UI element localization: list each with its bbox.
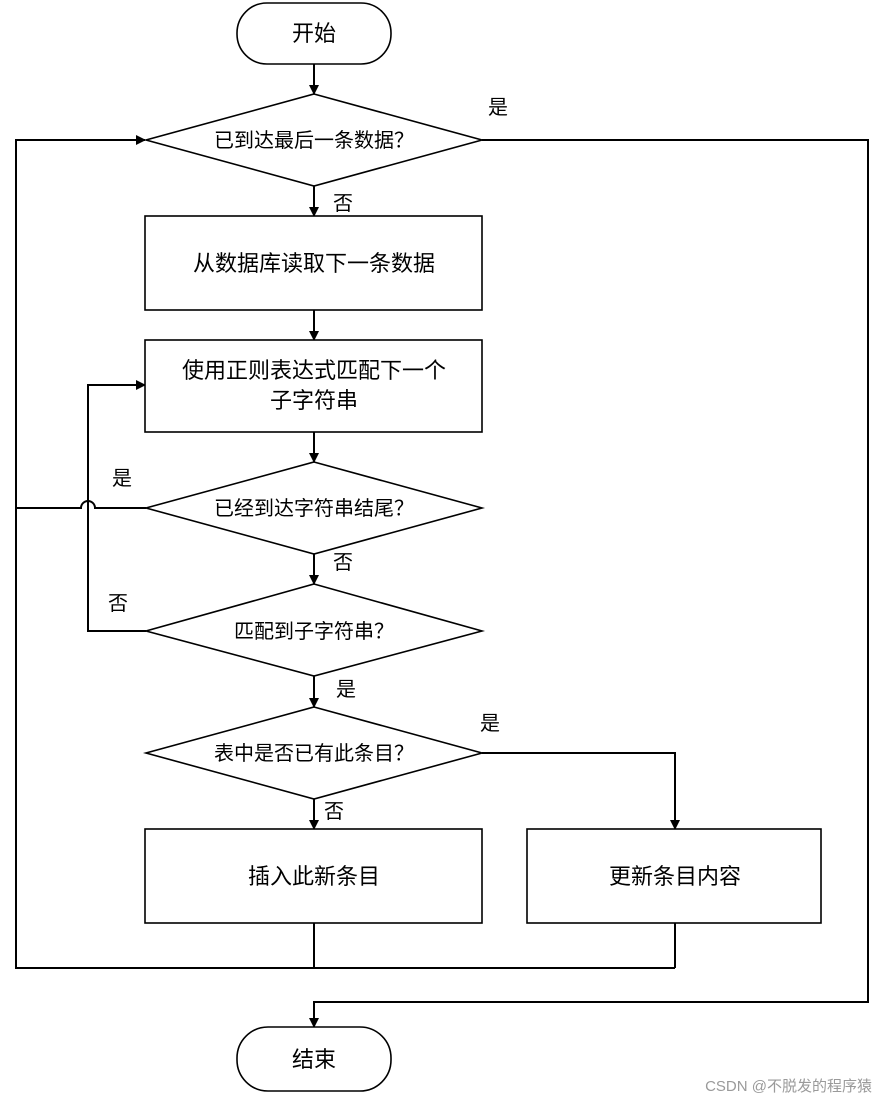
- insert-entry-label: 插入此新条目: [248, 865, 380, 890]
- line-string-end-yes: [16, 500, 146, 509]
- check-last-yes-label: 是: [488, 95, 508, 119]
- arrow-check-last-yes-to-end: [309, 139, 869, 1028]
- check-last-no-label: 否: [333, 191, 353, 215]
- matched-yes-label: 是: [336, 677, 356, 701]
- arrow-matched-no-to-regex: [87, 380, 146, 632]
- check-last-label: 已到达最后一条数据？: [214, 128, 414, 152]
- string-end-decision: [142, 461, 486, 555]
- insert-entry-process: [144, 828, 483, 924]
- string-end-yes-label: 是: [112, 466, 132, 490]
- connectors: [15, 64, 869, 1028]
- matched-label: 匹配到子字符串？: [234, 619, 394, 643]
- update-entry-label: 更新条目内容: [609, 865, 741, 890]
- regex-match-process: [144, 339, 483, 433]
- check-last-decision: [142, 93, 486, 187]
- matched-no-label: 否: [108, 591, 128, 615]
- exists-no-label: 否: [324, 799, 344, 823]
- exists-yes-label: 是: [480, 711, 500, 735]
- watermark: CSDN @不脱发的程序猿: [705, 1078, 872, 1095]
- regex-match-label-line2: 子字符串: [270, 389, 358, 414]
- end-label: 结束: [292, 1048, 336, 1073]
- start-terminal: [236, 2, 392, 65]
- string-end-no-label: 否: [333, 550, 353, 574]
- read-next-label: 从数据库读取下一条数据: [193, 252, 435, 277]
- start-label: 开始: [292, 22, 336, 47]
- arrow-loop-to-check-last: [15, 135, 675, 969]
- string-end-label: 已经到达字符串结尾？: [214, 496, 414, 520]
- exists-label: 表中是否已有此条目？: [214, 741, 414, 765]
- arrow-exists-yes-to-update: [482, 752, 680, 830]
- matched-decision: [142, 583, 486, 677]
- read-next-process: [144, 215, 483, 311]
- end-terminal: [236, 1026, 392, 1092]
- exists-decision: [142, 706, 486, 800]
- regex-match-label-line1: 使用正则表达式匹配下一个: [182, 359, 446, 384]
- update-entry-process: [526, 828, 822, 924]
